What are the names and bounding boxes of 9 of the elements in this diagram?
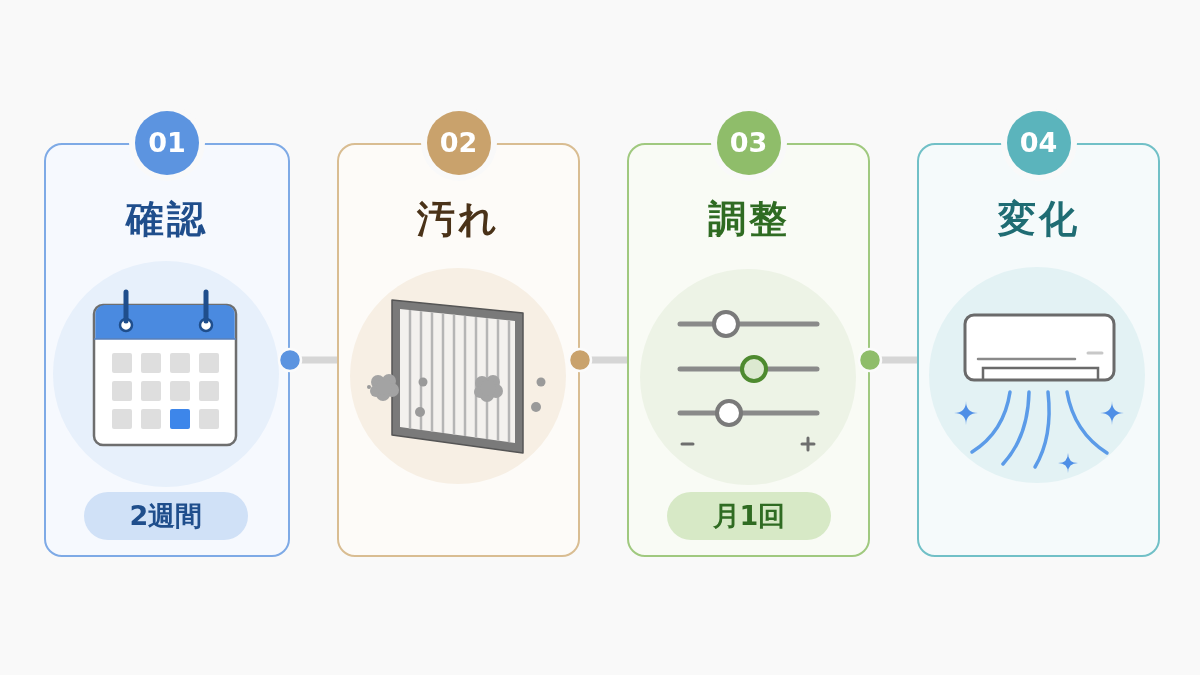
step-title: 汚れ (417, 196, 500, 243)
period-pill: 月1回 (667, 492, 831, 540)
connector (857, 347, 917, 373)
connector (567, 347, 627, 373)
step-title: 調整 (707, 196, 790, 243)
period-pill: 2週間 (84, 492, 248, 540)
step-title: 確認 (126, 196, 208, 243)
step-title: 変化 (997, 196, 1080, 243)
connector (277, 347, 337, 373)
